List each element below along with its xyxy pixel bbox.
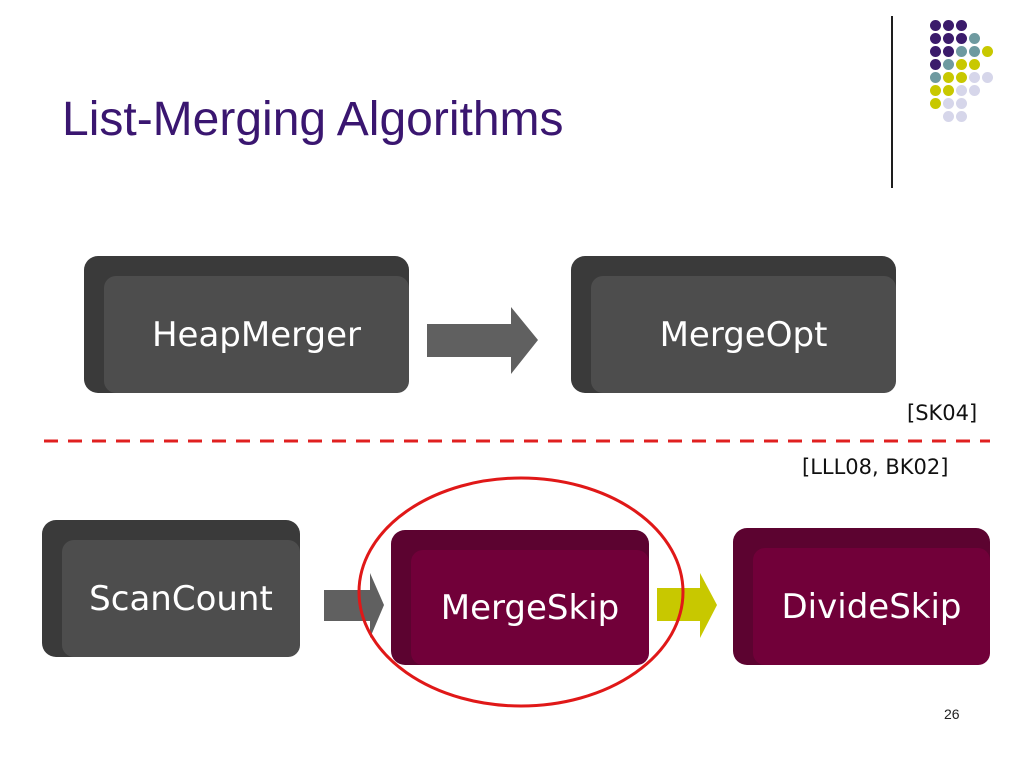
decorative-dot xyxy=(943,98,954,109)
arrow-mergeskip-to-divideskip xyxy=(657,573,717,638)
node-mergeskip-label: MergeSkip xyxy=(411,550,649,665)
decorative-dot xyxy=(956,111,967,122)
page-number: 26 xyxy=(944,706,960,722)
decorative-dot xyxy=(956,98,967,109)
decorative-dot xyxy=(956,20,967,31)
decorative-dot xyxy=(969,33,980,44)
decorative-dot xyxy=(930,59,941,70)
arrow-heapmerger-to-mergeopt xyxy=(427,307,538,374)
decorative-dot xyxy=(930,20,941,31)
node-mergeopt-label: MergeOpt xyxy=(591,276,896,393)
reference-top: [SK04] xyxy=(907,401,978,425)
decorative-dot xyxy=(930,33,941,44)
decorative-dot xyxy=(943,111,954,122)
node-heapmerger: HeapMerger xyxy=(84,256,409,393)
decorative-dot xyxy=(930,46,941,57)
title-divider-line xyxy=(891,16,893,188)
node-heapmerger-label: HeapMerger xyxy=(104,276,409,393)
arrow-scancount-to-mergeskip xyxy=(324,573,384,638)
decorative-dot xyxy=(943,85,954,96)
node-mergeopt: MergeOpt xyxy=(571,256,896,393)
decorative-dot xyxy=(969,72,980,83)
decorative-dot xyxy=(930,98,941,109)
decorative-dot xyxy=(930,72,941,83)
node-scancount: ScanCount xyxy=(42,520,300,657)
node-divideskip: DivideSkip xyxy=(733,528,990,665)
decorative-dot xyxy=(956,72,967,83)
decorative-dot xyxy=(982,46,993,57)
decorative-dot xyxy=(943,59,954,70)
decorative-dot xyxy=(943,72,954,83)
decorative-dot xyxy=(930,85,941,96)
node-scancount-label: ScanCount xyxy=(62,540,300,657)
decorative-dot xyxy=(943,33,954,44)
decorative-dot xyxy=(969,46,980,57)
reference-bottom: [LLL08, BK02] xyxy=(802,455,949,479)
decorative-dot xyxy=(969,59,980,70)
decorative-dot xyxy=(969,85,980,96)
decorative-dot xyxy=(943,46,954,57)
decorative-dot xyxy=(956,85,967,96)
decorative-dot xyxy=(943,20,954,31)
decorative-dot xyxy=(956,46,967,57)
decorative-dot xyxy=(956,59,967,70)
slide-title: List-Merging Algorithms xyxy=(62,93,564,146)
node-divideskip-label: DivideSkip xyxy=(753,548,990,665)
decorative-dot xyxy=(982,72,993,83)
decorative-dot xyxy=(956,33,967,44)
node-mergeskip: MergeSkip xyxy=(391,530,649,665)
